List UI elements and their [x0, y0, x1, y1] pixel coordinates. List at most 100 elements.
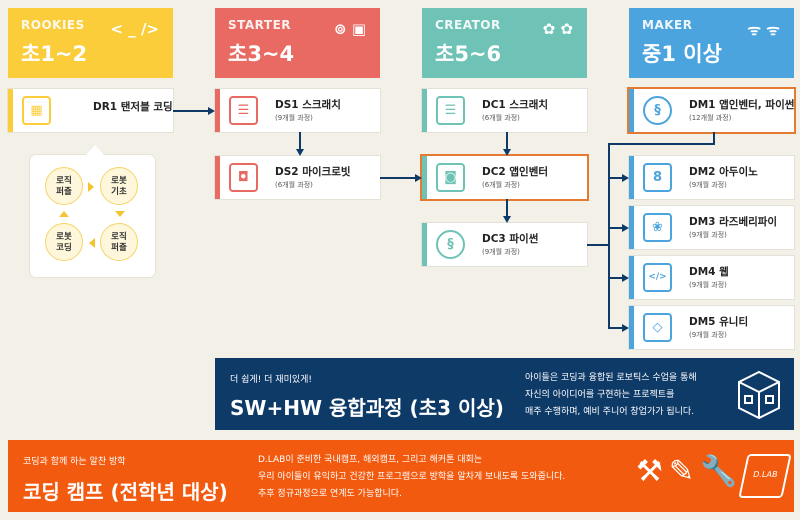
course-title: DS2 마이크로빗: [275, 166, 351, 178]
course-dc3[interactable]: § DC3 파이썬 (9개월 과정): [422, 223, 587, 266]
camp-title: 코딩 캠프 (전학년 대상): [23, 480, 228, 504]
connector: [299, 132, 301, 150]
desc-line: 자신의 아이디어를 구현하는 프로젝트를: [525, 390, 675, 400]
connector: [608, 277, 623, 279]
desc-line: 매주 수행하며, 예비 주니어 창업가가 됩니다.: [525, 407, 695, 417]
level-grade: 초5~6: [435, 42, 502, 66]
desc-line: 우리 아이들이 유익하고 건강한 프로그램으로 방학을 알차게 보내도록 도와줍…: [258, 472, 566, 482]
wifi-face-icon: ᯤ ᯤ: [747, 21, 780, 39]
python-icon: §: [643, 96, 672, 125]
course-dm5[interactable]: ◇ DM5 유니티 (9개월 과정): [629, 306, 794, 349]
course-duration: (6개월 과정): [482, 114, 520, 122]
course-dm1[interactable]: § DM1 앱인벤터, 파이썬 (12개월 과정): [629, 89, 794, 132]
course-title: DM4 웹: [689, 266, 729, 278]
course-duration: (9개월 과정): [689, 231, 727, 239]
cycle-step: 로봇 코딩: [45, 223, 83, 261]
block-building-icon: [738, 370, 780, 420]
cycle-step: 로직 퍼즐: [45, 167, 83, 205]
course-title: DM5 유니티: [689, 316, 749, 328]
connector: [380, 177, 416, 179]
course-dm2[interactable]: 8 DM2 아두이노 (9개월 과정): [629, 156, 794, 199]
course-title: DC1 스크래치: [482, 99, 549, 111]
arrow-down-icon: [296, 149, 304, 156]
arrow-right-icon: [622, 274, 629, 282]
arrow-left-icon: [89, 238, 95, 248]
course-duration: (6개월 과정): [275, 181, 313, 189]
course-title: DC2 앱인벤터: [482, 166, 549, 178]
fusion-kicker: 더 쉽게! 더 재미있게!: [230, 375, 313, 385]
level-grade: 중1 이상: [642, 42, 722, 66]
level-rookies: ROOKIES 초1~2 < _ />: [8, 8, 173, 78]
web-code-icon: </>: [643, 263, 672, 292]
arrow-right-icon: [415, 174, 422, 182]
camp-kicker: 코딩과 함께 하는 알찬 방학: [23, 457, 126, 467]
course-title: DS1 스크래치: [275, 99, 341, 111]
course-title: DR1 탠저블 코딩: [93, 101, 173, 113]
arrow-right-icon: [622, 324, 629, 332]
course-duration: (9개월 과정): [689, 331, 727, 339]
code-icon: < _ />: [110, 20, 159, 38]
course-duration: (9개월 과정): [482, 248, 520, 256]
coding-camp-banner[interactable]: 코딩과 함께 하는 알찬 방학 코딩 캠프 (전학년 대상) D.LAB이 준비…: [8, 440, 794, 512]
course-ds1[interactable]: ☰ DS1 스크래치 (9개월 과정): [215, 89, 380, 132]
laptop-icon: D.LAB: [738, 454, 792, 498]
cycle-step: 로봇 기초: [100, 167, 138, 205]
course-title: DC3 파이썬: [482, 233, 539, 245]
course-dm3[interactable]: ❀ DM3 라즈베리파이 (9개월 과정): [629, 206, 794, 249]
connector: [506, 199, 508, 217]
scratch-blocks-icon: ☰: [229, 96, 258, 125]
fusion-course-banner[interactable]: 더 쉽게! 더 재미있게! SW+HW 융합과정 (초3 이상) 아이들은 코딩…: [215, 358, 794, 430]
connector: [506, 132, 508, 150]
arrow-down-icon: [503, 149, 511, 156]
lightbulb-icon: ✿ ✿: [542, 20, 573, 38]
connector: [608, 227, 623, 229]
desc-line: D.LAB이 준비한 국내캠프, 해외캠프, 그리고 해커톤 대회는: [258, 455, 483, 465]
course-dc2[interactable]: ◙DC2 앱인벤터(6개월 과정): [422, 156, 587, 199]
gear-icon: ⊚ ▣: [334, 20, 366, 38]
course-ds2[interactable]: ◘ DS2 마이크로빗 (6개월 과정): [215, 156, 380, 199]
course-duration: (9개월 과정): [689, 181, 727, 189]
arrow-right-icon: [622, 224, 629, 232]
course-title: DM2 아두이노: [689, 166, 758, 178]
connector: [608, 143, 610, 328]
connector: [608, 327, 623, 329]
level-en: ROOKIES: [21, 18, 85, 32]
connector: [608, 143, 715, 145]
arrow-right-icon: [622, 174, 629, 182]
level-en: STARTER: [228, 18, 292, 32]
cycle-step: 로직 퍼즐: [100, 223, 138, 261]
cubes-icon: ▦: [22, 96, 51, 125]
arrow-down-icon: [503, 216, 511, 223]
course-title: DM1 앱인벤터, 파이썬: [689, 99, 795, 111]
course-dr1[interactable]: ▦ DR1 탠저블 코딩: [8, 89, 173, 132]
raspberry-pi-icon: ❀: [643, 213, 672, 242]
connector: [173, 110, 209, 112]
arrow-down-icon: [115, 211, 125, 217]
course-title: DM3 라즈베리파이: [689, 216, 778, 228]
microbit-icon: ◘: [229, 163, 258, 192]
course-duration: (9개월 과정): [275, 114, 313, 122]
connector: [608, 177, 623, 179]
course-duration: (9개월 과정): [689, 281, 727, 289]
desc-line: 아이들은 코딩과 융합된 로보틱스 수업을 통해: [525, 373, 697, 383]
android-icon: ◙: [436, 163, 465, 192]
unity-icon: ◇: [643, 313, 672, 342]
course-dm4[interactable]: </> DM4 웹 (9개월 과정): [629, 256, 794, 299]
connector: [587, 244, 609, 246]
level-grade: 초1~2: [21, 42, 88, 66]
scratch-blocks-icon: ☰: [436, 96, 465, 125]
course-dc1[interactable]: ☰ DC1 스크래치 (6개월 과정): [422, 89, 587, 132]
arrow-up-icon: [59, 211, 69, 217]
arduino-icon: 8: [643, 163, 672, 192]
arrow-right-icon: [88, 182, 94, 192]
connector: [713, 132, 715, 144]
tools-icon: ⚒✎🔧: [636, 454, 744, 489]
arrow-right-icon: [208, 107, 215, 115]
python-icon: §: [436, 230, 465, 259]
course-duration: (12개월 과정): [689, 114, 732, 122]
